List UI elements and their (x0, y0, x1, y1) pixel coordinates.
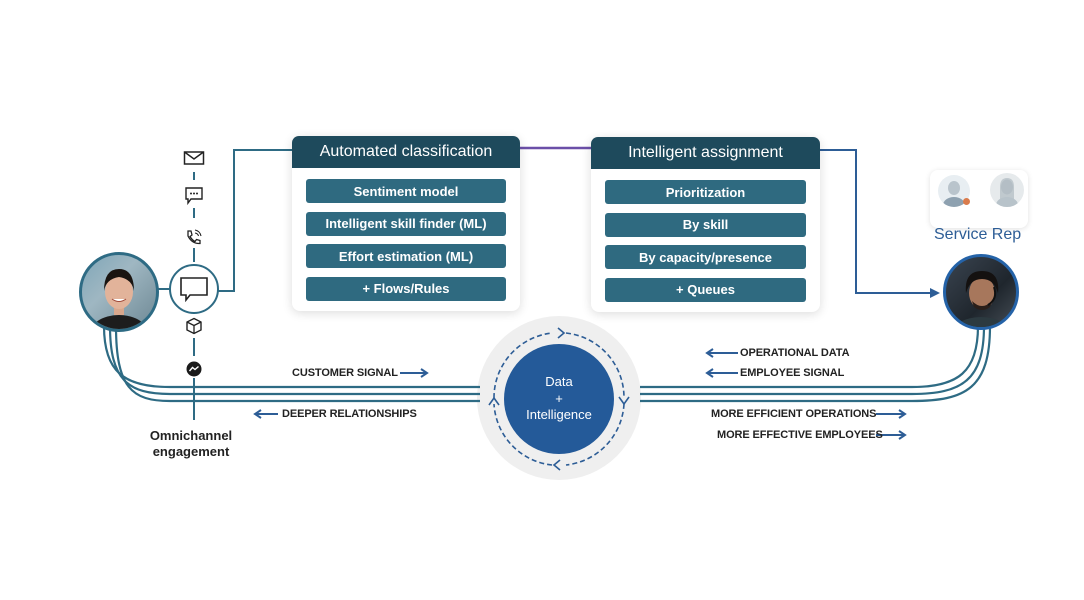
busy-status-dot (963, 198, 970, 205)
hub-circle (504, 344, 614, 454)
assignment-item: Prioritization (605, 180, 806, 204)
message-channel-circle (169, 264, 219, 314)
agent-avatar-away (990, 173, 1024, 207)
chat-to-classification-line (218, 149, 294, 292)
classification-card: Automated classification Sentiment model… (292, 136, 520, 311)
service-rep-panel (930, 170, 1028, 228)
classification-item: + Flows/Rules (306, 276, 506, 301)
customer-avatar (79, 252, 159, 332)
more-effective-employees-label: MORE EFFECTIVE EMPLOYEES (717, 429, 883, 441)
operational-data-label: OPERATIONAL DATA (740, 347, 850, 359)
assignment-title: Intelligent assignment (591, 137, 820, 169)
employee-signal-label: EMPLOYEE SIGNAL (740, 367, 845, 379)
assignment-item: By skill (605, 212, 806, 237)
omnichannel-label-line1: Omnichannel (149, 428, 233, 443)
chat-icon (183, 187, 205, 206)
messenger-icon (183, 360, 205, 378)
hub-cycle-arrows (493, 332, 625, 466)
omnichannel-label: Omnichannel engagement (140, 428, 242, 460)
assignment-card: Intelligent assignment Prioritization By… (591, 137, 820, 312)
email-icon (183, 149, 205, 167)
classification-title: Automated classification (292, 136, 520, 168)
phone-icon (183, 228, 205, 246)
assignment-item: + Queues (605, 277, 806, 302)
service-rep-label: Service Rep (934, 226, 1022, 243)
flow-arrows (253, 348, 907, 440)
service-rep-avatar (943, 254, 1019, 330)
customer-signal-label: CUSTOMER SIGNAL (292, 367, 398, 379)
hub-label-line2: + (555, 390, 563, 406)
package-icon (183, 317, 205, 335)
deeper-relationships-label: DEEPER RELATIONSHIPS (282, 408, 417, 420)
employee-flow-lines (640, 325, 992, 403)
arrowhead-to-rep (930, 288, 940, 298)
classification-item: Effort estimation (ML) (306, 244, 506, 268)
classification-item: Sentiment model (306, 179, 506, 203)
more-efficient-operations-label: MORE EFFICIENT OPERATIONS (711, 408, 877, 420)
hub-label-line1: Data (545, 374, 573, 389)
customer-flow-lines (102, 325, 480, 403)
hub-label-line3: Intelligence (526, 407, 592, 422)
classification-item: Intelligent skill finder (ML) (306, 211, 506, 236)
omnichannel-label-line2: engagement (152, 444, 230, 459)
assignment-item: By capacity/presence (605, 245, 806, 269)
assignment-to-rep-line (820, 149, 932, 294)
message-icon (180, 277, 208, 302)
hub-label: Data + Intelligence (504, 374, 614, 424)
